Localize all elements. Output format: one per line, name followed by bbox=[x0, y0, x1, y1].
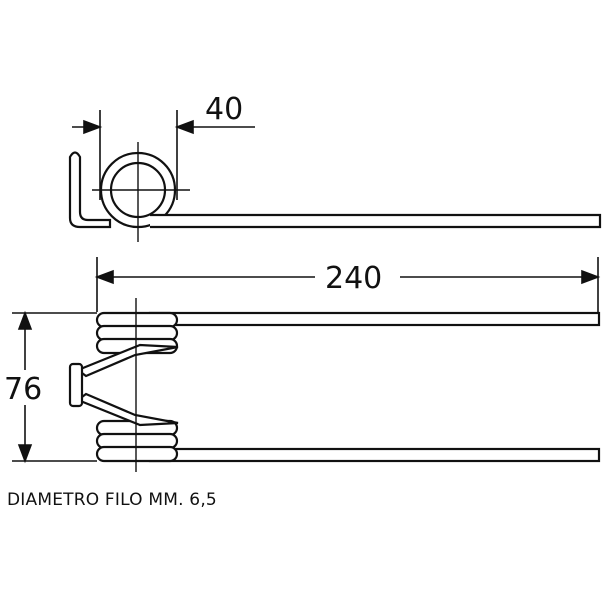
front-view bbox=[68, 311, 601, 463]
lower-coil bbox=[95, 419, 179, 463]
dimension-76 bbox=[12, 310, 97, 464]
dimension-240 bbox=[94, 257, 601, 312]
dimension-240-label: 240 bbox=[325, 261, 382, 296]
loop-wire-upper bbox=[75, 343, 179, 378]
dimension-40-label: 40 bbox=[205, 92, 243, 127]
loop-wire-lower bbox=[75, 392, 179, 427]
loop-end bbox=[68, 362, 84, 408]
side-view bbox=[68, 142, 602, 242]
tine-arm-upper bbox=[148, 311, 601, 327]
hook-end bbox=[68, 151, 112, 229]
wire-diameter-caption: DIAMETRO FILO MM. 6,5 bbox=[7, 490, 217, 510]
tine-arm-lower bbox=[148, 447, 601, 463]
dimension-40 bbox=[72, 110, 255, 200]
dimension-76-label: 76 bbox=[4, 372, 42, 407]
tine-arm-side bbox=[150, 213, 602, 229]
